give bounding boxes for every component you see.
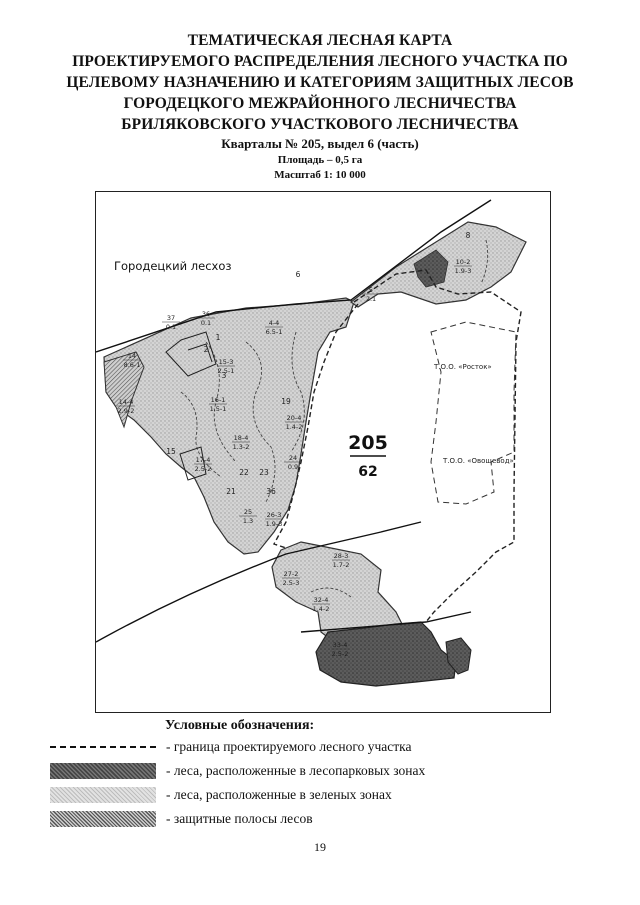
- title-line-5: БРИЛЯКОВСКОГО УЧАСТКОВОГО ЛЕСНИЧЕСТВА: [121, 116, 519, 133]
- legend-label-boundary: - граница проектируемого лесного участка: [166, 739, 412, 754]
- parcel-number: 25: [244, 508, 252, 516]
- parcel-area: 8.6-1: [124, 361, 141, 369]
- title-block: ТЕМАТИЧЕСКАЯ ЛЕСНАЯ КАРТА ПРОЕКТИРУЕМОГО…: [0, 30, 640, 183]
- parcel-area: 1.4-2: [286, 423, 303, 431]
- parcel-area: 6.5-1: [266, 328, 283, 336]
- parcel-area: 1.3-2: [233, 443, 250, 451]
- parcel-number: 36: [202, 310, 210, 318]
- parcel-number: 17-4: [196, 456, 211, 464]
- legend-swatch-hatch: [50, 811, 156, 827]
- parcel-area: 0.9: [288, 463, 298, 471]
- parcel-number: 24: [289, 454, 297, 462]
- parcel-number: 4-4: [269, 319, 280, 327]
- parcel-area: 1.5-1: [210, 405, 227, 413]
- parcel-number: 5: [369, 286, 373, 294]
- map-frame: Городецкий лесхоз 205 62 Т.О.О. «Росток»…: [95, 191, 551, 713]
- stand-number: 22: [239, 468, 249, 477]
- parcel-number: 16-1: [211, 396, 226, 404]
- stand-number: 6: [296, 270, 301, 279]
- parcel-number: 37: [167, 314, 175, 322]
- forest-dark-northeast: [413, 249, 449, 288]
- stand-number: 36: [266, 487, 276, 496]
- internal-contours: [180, 239, 489, 598]
- title-line-1: ТЕМАТИЧЕСКАЯ ЛЕСНАЯ КАРТА: [187, 32, 453, 49]
- legend-swatch-light: [50, 787, 156, 803]
- legend-row-dark: - леса, расположенные в лесопарковых зон…: [50, 762, 425, 780]
- area-line: Площадь – 0,5 га: [277, 154, 363, 166]
- parcel-area: 2.5-3: [283, 579, 300, 587]
- forest-map: Городецкий лесхоз 205 62 Т.О.О. «Росток»…: [96, 199, 527, 687]
- parcel-area: 1.4-2: [313, 605, 330, 613]
- stand-number: 3: [222, 371, 227, 380]
- legend-swatch-boundary: [50, 739, 156, 755]
- scale-line: Масштаб 1: 10 000: [274, 169, 366, 181]
- legend-label-hatch: - защитные полосы лесов: [166, 811, 313, 826]
- parcel-number: 14-4: [119, 398, 134, 406]
- parcel-area: 2.5-2: [332, 650, 349, 658]
- parcel-number: 26-3: [267, 511, 282, 519]
- roads: [96, 199, 492, 643]
- legend-row-light: - леса, расположенные в зеленых зонах: [50, 786, 392, 804]
- stand-number: 2: [204, 345, 209, 354]
- title-line-4: ГОРОДЕЦКОГО МЕЖРАЙОННОГО ЛЕСНИЧЕСТВА: [123, 95, 517, 112]
- neighbor-boundary: [430, 321, 517, 505]
- parcel-area: 2.5-2: [195, 465, 212, 473]
- parcel-number: 32-4: [314, 596, 329, 604]
- stand-number: 21: [226, 487, 236, 496]
- stand-number: 19: [281, 397, 291, 406]
- parcel-number: 27-2: [284, 570, 299, 578]
- parcel-area: 0.1: [166, 323, 176, 331]
- stand-number: 8: [466, 231, 471, 240]
- legend-title: Условные обозначения:: [165, 718, 315, 733]
- page-number: 19: [314, 840, 326, 854]
- parcel-area: 1.9-3: [266, 520, 283, 528]
- stand-number: 1: [216, 333, 221, 342]
- quarter-area: 62: [358, 464, 377, 480]
- parcel-area: 1.3: [243, 517, 253, 525]
- title-line-2: ПРОЕКТИРУЕМОГО РАСПРЕДЕЛЕНИЯ ЛЕСНОГО УЧА…: [72, 53, 568, 70]
- legend-row-boundary: - граница проектируемого лесного участка: [50, 738, 411, 756]
- legend-row-hatch: - защитные полосы лесов: [50, 810, 313, 828]
- forest-area-dark-small: [445, 637, 472, 675]
- region-label: Городецкий лесхоз: [114, 259, 232, 273]
- parcel-area: 2.9-2: [118, 407, 135, 415]
- protective-strip-west: [103, 351, 145, 429]
- quarters-line: Кварталы № 205, выдел 6 (часть): [221, 136, 419, 151]
- stand-number: 23: [259, 468, 269, 477]
- title-line-3: ЦЕЛЕВОМУ НАЗНАЧЕНИЮ И КАТЕГОРИЯМ ЗАЩИТНЫ…: [66, 74, 574, 91]
- quarter-boundary: [272, 269, 522, 623]
- neighbor-ovoshchevod: Т.О.О. «Овощевод»: [442, 457, 514, 465]
- parcel-number: 20-4: [287, 414, 302, 422]
- legend-label-light: - леса, расположенные в зеленых зонах: [166, 787, 392, 802]
- legend-label-dark: - леса, расположенные в лесопарковых зон…: [166, 763, 426, 778]
- parcel-outlines: [165, 331, 217, 481]
- stand-number: 15: [166, 447, 176, 456]
- parcel-area: 2.1: [366, 295, 376, 303]
- neighbor-rostok: Т.О.О. «Росток»: [433, 363, 492, 371]
- parcel-area: 1.9-3: [455, 267, 472, 275]
- parcel-area: 2.5-1: [218, 367, 235, 375]
- parcel-number: 10-2: [456, 258, 471, 266]
- parcel-number: 18-4: [234, 434, 249, 442]
- parcel-number: 15-3: [219, 358, 234, 366]
- parcel-number: 33-4: [333, 641, 348, 649]
- parcel-number: 14: [128, 352, 136, 360]
- parcel-area: 1.7-2: [333, 561, 350, 569]
- parcel-number: 28-3: [334, 552, 349, 560]
- parcel-area: 0.1: [201, 319, 211, 327]
- quarter-number: 205: [348, 432, 388, 454]
- legend-swatch-dark: [50, 763, 156, 779]
